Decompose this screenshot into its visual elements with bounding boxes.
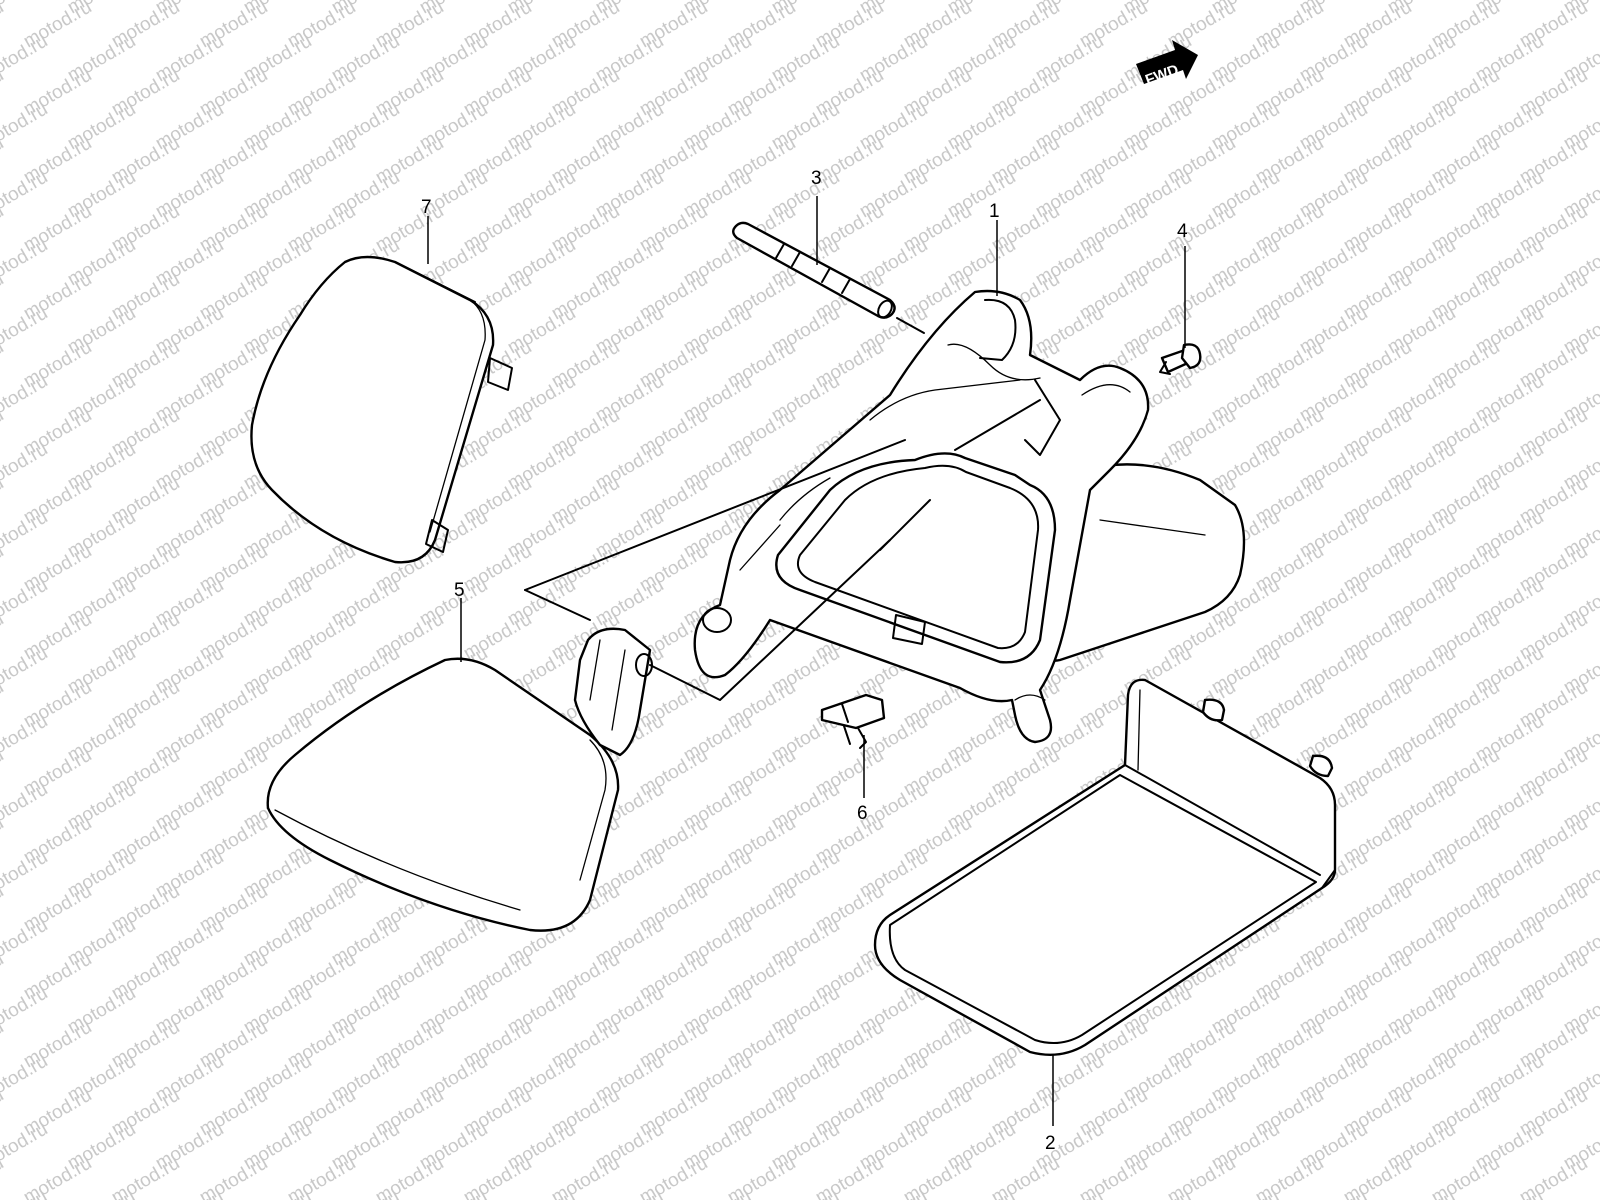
fwd-arrow-icon: FWD: [1136, 40, 1198, 89]
part-7-side-cover[interactable]: [250, 255, 513, 564]
part-number-7: 7: [421, 197, 432, 218]
part-number-4: 4: [1177, 221, 1188, 242]
part-5-side-cover[interactable]: [266, 627, 653, 932]
part-number-2: 2: [1045, 1133, 1056, 1154]
part-number-1: 1: [989, 201, 1000, 222]
part-number-6: 6: [857, 803, 868, 824]
part-number-3: 3: [811, 168, 822, 189]
part-number-5: 5: [454, 580, 465, 601]
part-4-bolt[interactable]: [1159, 343, 1202, 375]
part-3-pivot-pin[interactable]: [732, 221, 925, 334]
part-2-tray-cover[interactable]: [873, 678, 1337, 1056]
part-6-clip[interactable]: [820, 693, 886, 749]
